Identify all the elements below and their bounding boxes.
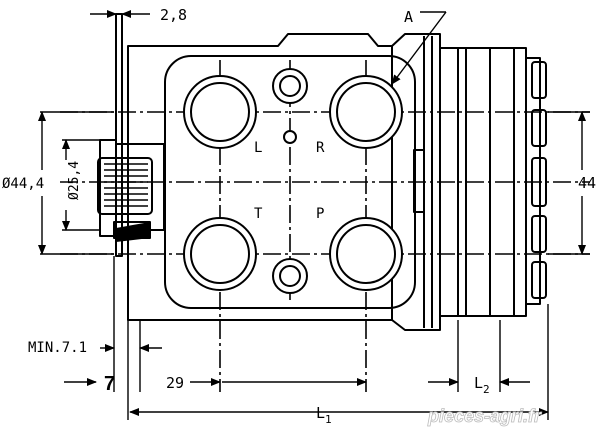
port-p-inner <box>336 224 396 284</box>
callout-a-leader <box>391 11 447 85</box>
housing-outline <box>127 33 393 321</box>
dim-spline-length-label: 7 <box>104 373 115 395</box>
port-label-p: P <box>316 206 324 222</box>
end-cap <box>525 57 541 305</box>
dim-offset-label: 2,8 <box>160 6 187 24</box>
port-r-inner <box>336 82 396 142</box>
splined-shaft <box>97 157 153 215</box>
port-group <box>183 68 403 294</box>
watermark: pieces-agri.fr <box>427 406 542 426</box>
bolt-head <box>531 261 547 299</box>
shaft-vertical <box>115 13 123 257</box>
bolt-head <box>531 215 547 253</box>
dim-l1-label: L1 <box>316 404 332 426</box>
dim-min-label: MIN.7.1 <box>28 340 87 356</box>
port-l-inner <box>190 82 250 142</box>
dim-dia-outer-label: Ø44,4 <box>2 176 44 192</box>
dim-dia-inner-label: Ø25,4 <box>67 161 82 200</box>
shaft-seal <box>116 222 150 242</box>
shaft-housing <box>115 143 165 231</box>
top-bolt-inner <box>279 75 301 97</box>
dim-right-height-label: 44 <box>578 174 596 192</box>
bolt-head <box>531 61 547 99</box>
port-label-r: R <box>316 140 325 156</box>
port-label-t: T <box>254 206 263 222</box>
spline-teeth <box>104 163 148 207</box>
port-label-l: L <box>254 140 262 156</box>
dim-l2-label: L2 <box>474 374 490 396</box>
port-t-inner <box>190 224 250 284</box>
side-boss <box>413 149 425 213</box>
callout-a-label: A <box>404 8 413 26</box>
bolt-head <box>531 109 547 147</box>
center-pin <box>283 130 297 144</box>
bottom-bolt-inner <box>279 265 301 287</box>
dim-port-spacing-label: 29 <box>166 374 184 392</box>
